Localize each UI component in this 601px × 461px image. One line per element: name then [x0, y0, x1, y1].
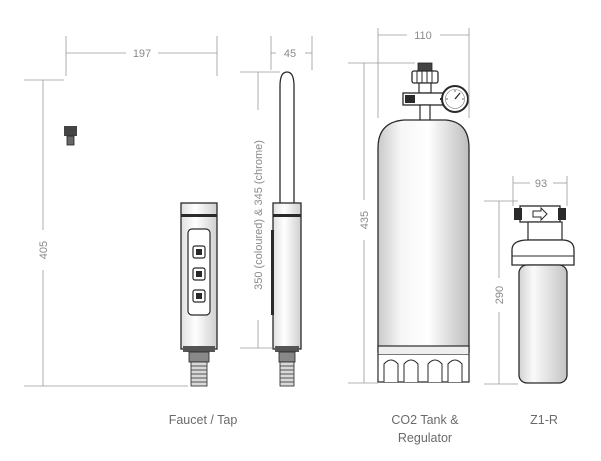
dimension-lines: [24, 28, 568, 387]
faucet-side-body: [272, 202, 302, 350]
dim-faucet-body-height: 350 (coloured) & 345 (chrome): [253, 140, 265, 290]
faucet-button-icon: [192, 289, 206, 303]
pressure-gauge-icon: [441, 85, 469, 113]
tank-valve-knob: [411, 70, 439, 84]
faucet-front-view: [64, 74, 221, 387]
filter-cap: [511, 239, 575, 266]
dim-faucet-width: 197: [133, 48, 151, 60]
caption-tank-line1: CO2 Tank &: [391, 413, 459, 427]
tank-cylinder: [377, 119, 470, 353]
faucet-button-icon: [192, 245, 206, 259]
dim-faucet-height: 405: [38, 241, 50, 259]
faucet-thread: [190, 361, 208, 387]
faucet-button-icon: [192, 267, 206, 281]
co2-tank: [377, 62, 470, 383]
dim-filter-height: 290: [494, 286, 506, 304]
spout-tip: [64, 126, 77, 136]
flow-arrow-icon: [532, 206, 548, 222]
filter-canister: [518, 264, 568, 384]
dim-tank-height: 435: [359, 211, 371, 229]
z1r-filter: [511, 205, 575, 384]
caption-tank-line2: Regulator: [398, 431, 452, 445]
caption-faucet: Faucet / Tap: [169, 413, 238, 427]
tank-foot-ring: [377, 355, 470, 383]
caption-filter: Z1-R: [530, 413, 558, 427]
faucet-side-thread: [279, 361, 295, 387]
dim-filter-width: 93: [535, 178, 547, 190]
faucet-side-view: [271, 71, 302, 387]
dim-tank-width: 110: [414, 30, 432, 42]
dim-faucet-depth: 45: [284, 48, 296, 60]
